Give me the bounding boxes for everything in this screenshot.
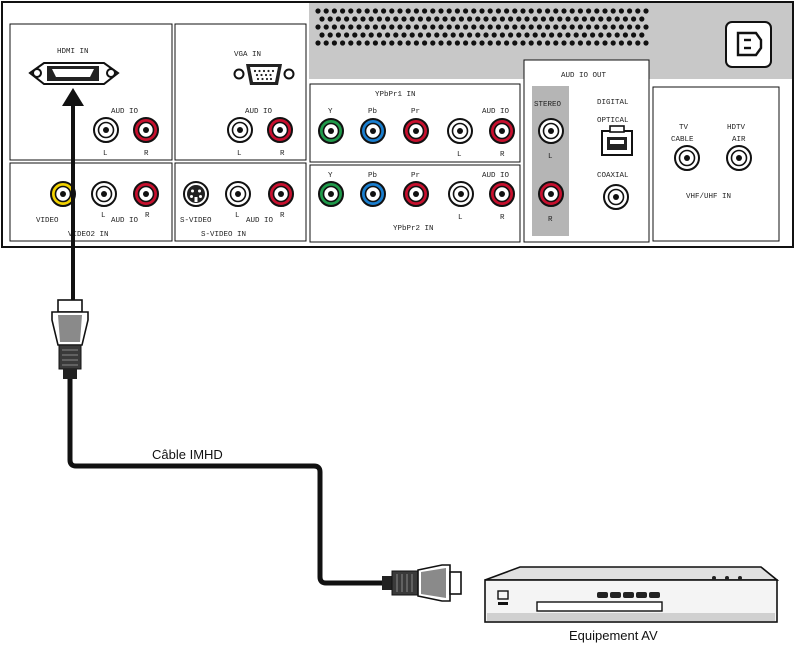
ypbpr2-pr-jack (403, 181, 429, 207)
ypbpr1-audio-l-text: L (457, 151, 462, 159)
hdmi-audio-label: AUD IO (111, 108, 139, 116)
hdmi-in-label: HDMI IN (57, 48, 89, 56)
ypbpr2-pb-jack (360, 181, 386, 207)
stereo-l-text: L (548, 153, 553, 161)
s-video-text: S-VIDEO (180, 217, 212, 225)
hdmi-section-box (9, 23, 173, 161)
av-device-icon (484, 566, 780, 623)
s-video-in-label: S-VIDEO IN (201, 231, 246, 239)
video2-audio-l-jack (91, 181, 117, 207)
video2-video-text: VIDEO (36, 217, 59, 225)
s-video-audio-l-jack (225, 181, 251, 207)
s-video-jack (183, 181, 209, 207)
ypbpr1-pb-jack (360, 118, 386, 144)
hdmi-audio-l-text: L (103, 150, 108, 158)
svideo-section-box (174, 162, 307, 242)
audio-out-label: AUD IO OUT (561, 72, 607, 80)
ypbpr2-y-jack (318, 181, 344, 207)
ypbpr1-pb-text: Pb (368, 108, 377, 116)
vga-audio-l-text: L (237, 150, 242, 158)
ypbpr1-in-label: YPbPr1 IN (375, 91, 416, 99)
s-video-audio-l-text: L (235, 212, 240, 220)
air-label: AIR (732, 136, 746, 144)
vhf-uhf-section-box (652, 86, 780, 242)
ypbpr1-audio-r-jack (489, 118, 515, 144)
optical-label: OPTICAL (597, 117, 629, 125)
coaxial-label: COAXIAL (597, 172, 629, 180)
hdtv-air-antenna-jack (726, 145, 752, 171)
ypbpr1-audio-r-text: R (500, 151, 505, 159)
hdmi-audio-r-jack (133, 117, 159, 143)
ypbpr1-audio-l-jack (447, 118, 473, 144)
ypbpr2-pb-text: Pb (368, 172, 377, 180)
ypbpr2-audio-l-text: L (458, 214, 463, 222)
video2-in-label: VIDEO2 IN (68, 231, 109, 239)
s-video-audio-label: AUD IO (246, 217, 274, 225)
video2-section-box (9, 162, 173, 242)
tv-back-panel: HDMI IN AUD IO L R VGA IN AUD IO L R (1, 1, 794, 248)
hdtv-label: HDTV (727, 124, 746, 132)
hdmi-plug-device-icon (382, 564, 462, 602)
ypbpr1-pr-jack (403, 118, 429, 144)
stereo-label: STEREO (534, 101, 562, 109)
optical-port (601, 125, 633, 156)
stereo-r-jack (538, 181, 564, 207)
vga-audio-r-jack (267, 117, 293, 143)
vhf-uhf-in-label: VHF/UHF IN (686, 193, 731, 201)
video2-video-jack (50, 181, 76, 207)
ypbpr1-y-text: Y (328, 108, 333, 116)
hdmi-plug-icon (51, 299, 89, 379)
vga-audio-r-text: R (280, 150, 285, 158)
tv-label: TV (679, 124, 689, 132)
ypbpr1-audio-label: AUD IO (482, 108, 510, 116)
ypbpr2-audio-r-text: R (500, 214, 505, 222)
video2-audio-label: AUD IO (111, 217, 139, 225)
cable-label: CABLE (671, 136, 694, 144)
stereo-r-text: R (548, 216, 553, 224)
device-label: Equipement AV (569, 628, 658, 643)
stereo-strip (532, 86, 569, 236)
ypbpr1-pr-text: Pr (411, 108, 420, 116)
cable-label: Câble IMHD (152, 447, 223, 462)
ypbpr2-audio-r-jack (489, 181, 515, 207)
digital-label: DIGITAL (597, 99, 629, 107)
coaxial-jack (603, 184, 629, 210)
ypbpr2-in-label: YPbPr2 IN (393, 225, 434, 233)
s-video-audio-r-text: R (280, 212, 285, 220)
vga-section-box (174, 23, 307, 161)
vga-in-label: VGA IN (234, 51, 261, 59)
video2-audio-r-jack (133, 181, 159, 207)
ypbpr2-audio-l-jack (448, 181, 474, 207)
ypbpr1-y-jack (318, 118, 344, 144)
s-video-audio-r-jack (268, 181, 294, 207)
vent-grille (315, 8, 649, 46)
hdmi-audio-r-text: R (144, 150, 149, 158)
connection-arrow (62, 88, 84, 302)
hdmi-port (28, 62, 120, 85)
ypbpr2-audio-label: AUD IO (482, 172, 510, 180)
hdmi-audio-l-jack (93, 117, 119, 143)
ypbpr2-pr-text: Pr (411, 172, 420, 180)
ypbpr2-y-text: Y (328, 172, 333, 180)
video2-audio-l-text: L (101, 212, 106, 220)
video2-audio-r-text: R (145, 212, 150, 220)
vga-audio-label: AUD IO (245, 108, 273, 116)
vga-port (233, 64, 295, 85)
vga-audio-l-jack (227, 117, 253, 143)
tv-cable-antenna-jack (674, 145, 700, 171)
stereo-l-jack (538, 118, 564, 144)
hdmi-cable (67, 378, 384, 586)
power-inlet-icon (725, 21, 772, 68)
